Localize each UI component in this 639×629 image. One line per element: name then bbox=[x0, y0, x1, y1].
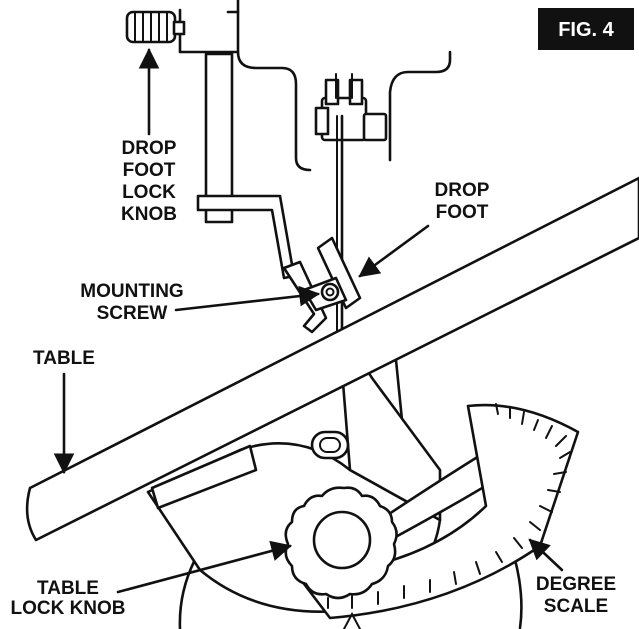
label-degree-scale: DEGREE SCALE bbox=[528, 538, 616, 617]
mounting-screw-arrow bbox=[174, 285, 321, 312]
label-table: TABLE bbox=[33, 348, 95, 475]
figure-badge: FIG. 4 bbox=[538, 8, 634, 50]
svg-text:TABLE: TABLE bbox=[37, 578, 99, 599]
svg-text:MOUNTING: MOUNTING bbox=[80, 281, 183, 302]
svg-text:KNOB: KNOB bbox=[121, 204, 177, 225]
svg-text:SCREW: SCREW bbox=[97, 303, 168, 324]
drop-foot-arrow bbox=[358, 224, 430, 278]
svg-text:DEGREE: DEGREE bbox=[536, 574, 616, 595]
svg-text:DROP: DROP bbox=[435, 180, 490, 201]
drop-foot bbox=[282, 236, 362, 334]
blade-guide-assembly bbox=[314, 73, 388, 142]
label-table-lock-knob: TABLE LOCK KNOB bbox=[10, 540, 293, 619]
label-drop-foot: DROP FOOT bbox=[358, 180, 490, 278]
svg-text:LOCK KNOB: LOCK KNOB bbox=[10, 598, 125, 619]
table bbox=[25, 176, 639, 542]
svg-text:FOOT: FOOT bbox=[436, 202, 489, 223]
svg-text:LOCK: LOCK bbox=[122, 182, 176, 203]
degree-scale bbox=[296, 403, 580, 629]
degree-scale-arrow bbox=[528, 538, 564, 572]
svg-text:FOOT: FOOT bbox=[123, 160, 176, 181]
table-lock-knob bbox=[284, 486, 398, 600]
svg-text:SCALE: SCALE bbox=[544, 596, 608, 617]
svg-text:DROP: DROP bbox=[122, 138, 177, 159]
drop-foot-rod bbox=[196, 52, 296, 280]
figure-badge-text: FIG. 4 bbox=[558, 19, 614, 41]
table-lock-knob-arrow bbox=[116, 540, 293, 594]
drop-foot-lock-knob bbox=[125, 10, 186, 44]
label-drop-foot-lock-knob: DROP FOOT LOCK KNOB bbox=[121, 47, 177, 225]
mounting-screw bbox=[320, 282, 340, 302]
svg-text:TABLE: TABLE bbox=[33, 348, 95, 369]
label-mounting-screw: MOUNTING SCREW bbox=[80, 281, 321, 324]
